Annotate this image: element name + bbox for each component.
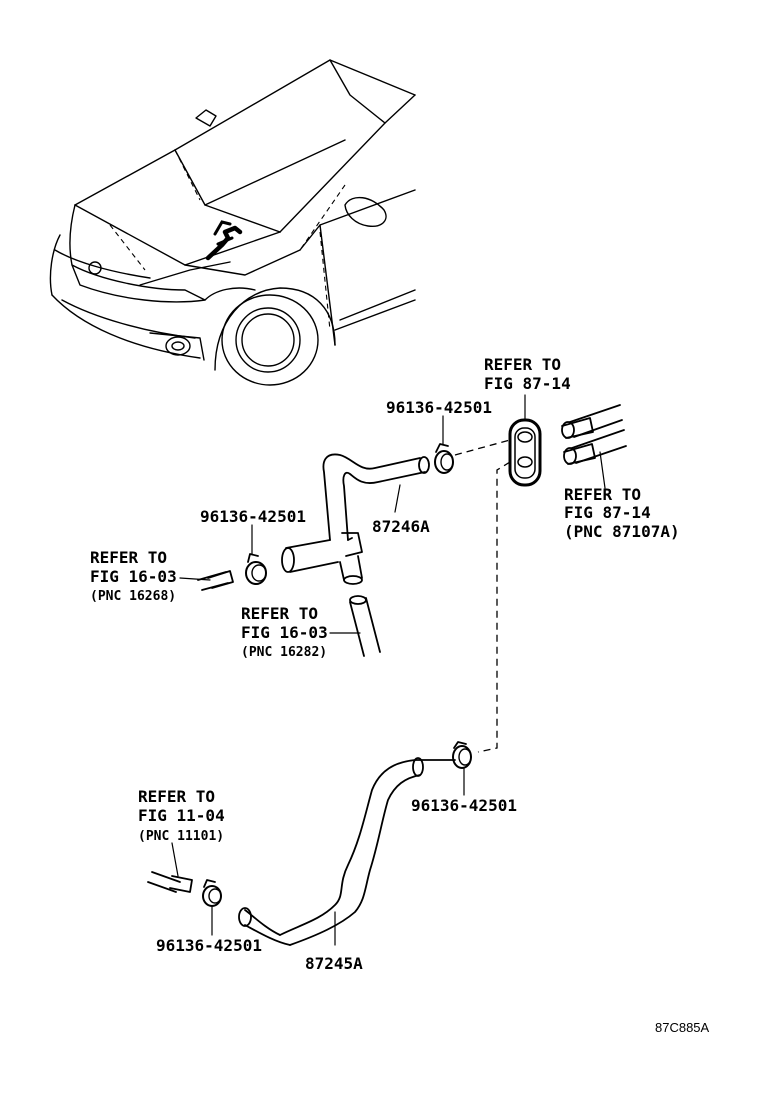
clamp-left-label: 96136-42501	[200, 507, 306, 526]
ref-bottom-line1: REFER TO	[138, 787, 215, 806]
ref-right-line1: REFER TO	[564, 485, 641, 504]
clamp-top	[434, 415, 454, 474]
ref-top-line1: REFER TO	[484, 355, 561, 374]
ref-bottom-line3: (PNC 11101)	[138, 829, 224, 844]
heater-pipes	[561, 404, 627, 489]
car-illustration	[49, 59, 416, 386]
ref-mid-line1: REFER TO	[241, 604, 318, 623]
ref-left-line2: FIG 16-03	[90, 567, 177, 586]
pipe-bottom	[147, 842, 193, 893]
clamp-right	[452, 741, 472, 796]
ref-right-line3: (PNC 87107A)	[564, 522, 680, 541]
clamp-right-label: 96136-42501	[411, 796, 517, 815]
hose-87246A	[281, 453, 430, 585]
part-87245A-label: 87245A	[305, 954, 363, 973]
pipe-left	[179, 570, 234, 591]
clamp-top-label: 96136-42501	[386, 398, 492, 417]
diagram-code: 87C885A	[655, 1020, 710, 1035]
clamp-left	[245, 524, 267, 585]
part-87246A-label: 87246A	[372, 517, 430, 536]
hose-87245A	[238, 757, 456, 946]
ref-right-line2: FIG 87-14	[564, 503, 651, 522]
ref-left-line3: (PNC 16268)	[90, 589, 176, 604]
ref-mid-line3: (PNC 16282)	[241, 645, 327, 660]
routing-dashed-line	[454, 439, 511, 753]
grommet-plate	[508, 394, 542, 487]
ref-bottom-line2: FIG 11-04	[138, 806, 225, 825]
ref-top-line2: FIG 87-14	[484, 374, 571, 393]
ref-left-line1: REFER TO	[90, 548, 167, 567]
clamp-bottom-label: 96136-42501	[156, 936, 262, 955]
pipe-mid	[329, 595, 381, 657]
clamp-bottom	[202, 879, 222, 936]
ref-mid-line2: FIG 16-03	[241, 623, 328, 642]
